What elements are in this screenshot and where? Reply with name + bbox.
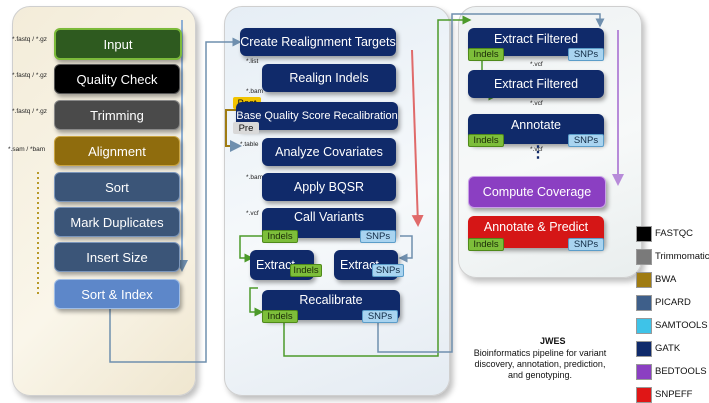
recalibrate-indels-chip[interactable]: Indels [262,310,298,323]
create-realignment-targets-stage[interactable]: Create Realignment Targets [240,28,396,56]
snps-to-extract-filtered [377,13,605,353]
call-variants-indels-chip[interactable]: Indels [262,230,298,243]
call-variants-snps-chip[interactable]: SNPs [360,230,396,243]
legend-label-snpeff: SNPEFF [655,389,693,400]
legend-label-bwa: BWA [655,274,677,285]
legend-swatch-bedtools [636,364,652,380]
legend-swatch-trimmomatic [636,249,652,265]
legend-label-picard: PICARD [655,297,691,308]
analyze-covariates-stage[interactable]: Analyze Covariates [262,138,396,166]
ext-fastq-qc: *.fastq / *.gz [12,72,48,79]
ext-bam-2: *.bam [246,174,263,181]
ext-table: *.table [240,141,259,148]
legend-swatch-snpeff [636,387,652,403]
ext-vcf-1: *.vcf [246,210,259,217]
indels-branch [239,235,262,263]
insert-size-stage[interactable]: Insert Size [54,242,180,272]
jwes-line-1: Bioinformatics pipeline for variant [473,348,607,358]
ext-fastq-trim: *.fastq / *.gz [12,108,48,115]
bqsr-stage[interactable]: Base Quality Score Recalibration [236,102,398,130]
mark-duplicates-stage[interactable]: Mark Duplicates [54,207,180,237]
quality-check-stage[interactable]: Quality Check [54,64,180,94]
annotate-snps-chip[interactable]: SNPs [568,134,604,147]
annotate-predict-snps-chip[interactable]: SNPs [568,238,604,251]
recalibrate-snps-chip[interactable]: SNPs [362,310,398,323]
annotate-indels-chip[interactable]: Indels [468,134,504,147]
extract-filtered-indels-chip[interactable]: Indels [468,48,504,61]
legend-swatch-bwa [636,272,652,288]
jwes-line-2: discovery, annotation, prediction, [474,359,606,369]
annotate-predict-stage[interactable]: Annotate & Predict [468,216,604,248]
jwes-line-3: and genotyping. [507,370,573,380]
sort-stage[interactable]: Sort [54,172,180,202]
legend-swatch-gatk [636,341,652,357]
connector-sort-to-targets [109,37,242,363]
ext-fastq-input: *.fastq / *.gz [12,36,48,43]
continuation-dots: ⋮ [530,144,546,161]
jwes-description: Bioinformatics pipeline for variant disc… [460,348,620,381]
indels-to-extract-filtered [283,15,472,357]
extract-filtered-snps-chip[interactable]: SNPs [568,48,604,61]
ext-vcf-2: *.vcf [530,61,543,68]
sort-index-stage[interactable]: Sort & Index [54,279,180,309]
trimming-stage[interactable]: Trimming [54,100,180,130]
legend-label-samtools: SAMTOOLS [655,320,708,331]
legend-label-trimmomatic: Trimmomatic [655,251,709,262]
ext-vcf-3: *.vcf [530,100,543,107]
extract-snps-chip[interactable]: SNPs [372,264,404,277]
legend-label-bedtools: BEDTOOLS [655,366,707,377]
legend-swatch-picard [636,295,652,311]
ext-sam-bam: *.sam / *bam [8,146,46,153]
extract-indels-chip[interactable]: Indels [290,264,322,277]
input-stage[interactable]: Input [54,28,182,60]
realign-indels-stage[interactable]: Realign Indels [262,64,396,92]
pre-tag: Pre [233,122,259,134]
ext-bam-1: *.bam [246,88,263,95]
compute-coverage-stage[interactable]: Compute Coverage [468,176,606,208]
ext-list: *.list [246,58,259,65]
legend-label-gatk: GATK [655,343,681,354]
ext-vcf-4: *.vcf [530,146,543,153]
alignment-stage[interactable]: Alignment [54,136,180,166]
extract-indels-branch [249,287,264,317]
extract-filtered-stage-2[interactable]: Extract Filtered [468,70,604,98]
legend-swatch-samtools [636,318,652,334]
legend-label-fastqc: FASTQC [655,228,694,239]
jwes-title: JWES [540,336,566,346]
panel2-flow-arrow [411,49,424,227]
annotate-predict-indels-chip[interactable]: Indels [468,238,504,251]
snps-branch [398,235,413,263]
post-pre-bracket [225,109,242,152]
apply-bqsr-stage[interactable]: Apply BQSR [262,173,396,201]
legend-swatch-fastqc [636,226,652,242]
